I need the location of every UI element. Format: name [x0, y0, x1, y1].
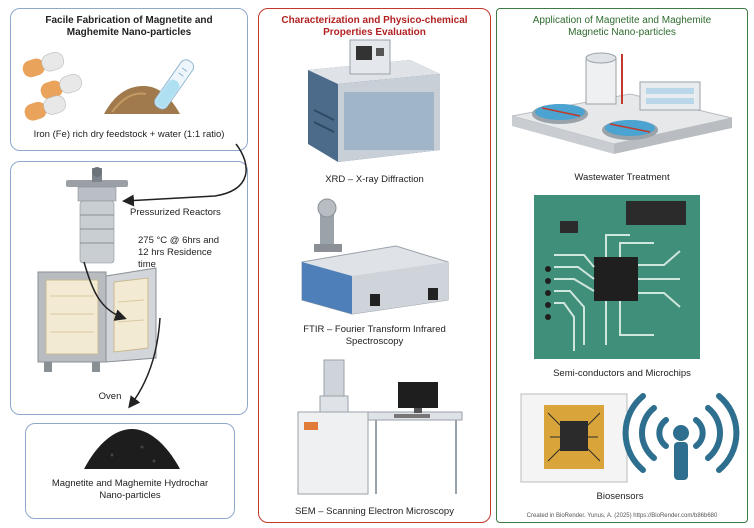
treatment-plant-icon — [511, 52, 733, 154]
application-title: Application of Magnetite and Maghemite M… — [532, 15, 712, 38]
circuit-board-icon — [534, 195, 700, 359]
feedstock-label: Iron (Fe) rich dry feedstock + water (1:… — [33, 129, 225, 140]
semiconductors-label: Semi-conductors and Microchips — [553, 368, 691, 379]
wireless-sensor-icon — [622, 393, 740, 480]
reactor-icon — [66, 167, 128, 264]
fabrication-panel — [10, 8, 248, 151]
test-tube-icon — [154, 59, 195, 110]
oven-icon — [37, 267, 157, 372]
biosensors-label: Biosensors — [596, 491, 644, 502]
capsule-icon — [22, 51, 83, 121]
wastewater-label: Wastewater Treatment — [574, 172, 670, 183]
oven-label: Oven — [98, 391, 122, 402]
xrd-instrument-icon — [308, 39, 440, 162]
xrd-label: XRD – X-ray Diffraction — [325, 174, 424, 185]
characterization-title: Characterization and Physico-chemical Pr… — [281, 15, 468, 38]
sem-label: SEM – Scanning Electron Microscopy — [295, 506, 454, 517]
fabrication-title: Facile Fabrication of Magnetite and Magh… — [45, 15, 213, 38]
char-pile-icon — [84, 429, 180, 469]
ftir-instrument-icon — [301, 198, 449, 315]
product-label: Magnetite and Maghemite Hydrochar Nano-p… — [51, 478, 209, 501]
biorender-credit: Created in BioRender. Yunus, A. (2025) h… — [526, 513, 718, 519]
conditions-label: 275 °C @ 6hrs and 12 hrs Residence time — [138, 235, 220, 270]
sem-instrument-icon — [297, 359, 463, 495]
reactor-label: Pressurized Reactors — [130, 207, 221, 218]
ftir-label: FTIR – Fourier Transform Infrared Spectr… — [303, 324, 446, 347]
microchip-icon — [520, 393, 628, 483]
